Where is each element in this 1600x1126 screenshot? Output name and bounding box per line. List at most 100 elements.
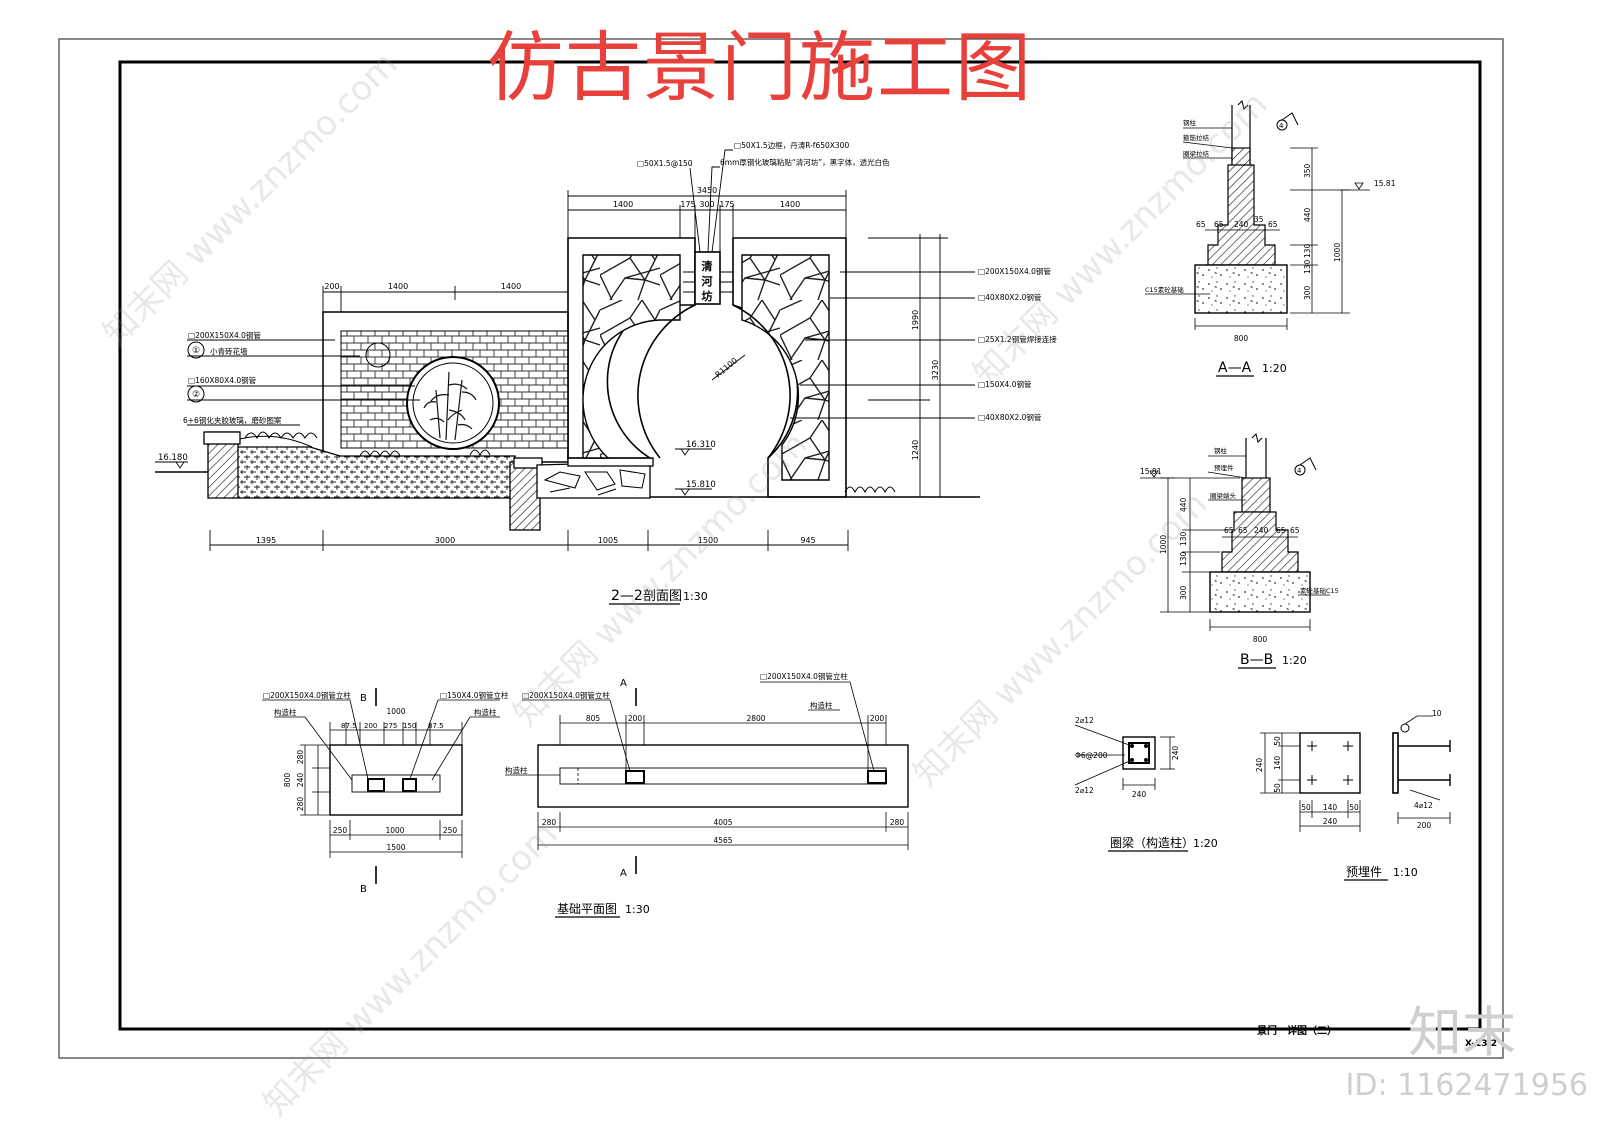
plan-right-label-d: 构造柱 <box>505 765 528 775</box>
plan-b-top: B <box>360 693 367 704</box>
plan-right-td3: 2800 <box>746 714 765 723</box>
callout-left-1: □200X150X4.0钢管 <box>188 330 261 340</box>
plan-a-bottom: A <box>620 868 627 879</box>
aa-scale: 1:20 <box>1262 362 1287 375</box>
plan-right-bd1: 280 <box>542 818 557 827</box>
plan-right-label-a: □200X150X4.0钢管立柱 <box>522 690 610 700</box>
dim-bottom-3: 1005 <box>598 536 618 545</box>
bamboo-motif <box>423 371 477 441</box>
plan-left-bd1: 250 <box>333 826 348 835</box>
bb-dim-1: 440 <box>1179 497 1188 512</box>
plan-right-td1: 805 <box>586 714 601 723</box>
dim-top-5: 1400 <box>780 200 800 209</box>
callout-top-left: □50X1.5@150 <box>637 159 693 168</box>
rb-label-1: 2⌀12 <box>1075 716 1094 725</box>
inner-frame <box>118 60 1482 1031</box>
aa-step-5: 65 <box>1268 220 1278 229</box>
bb-scale: 1:20 <box>1282 654 1307 667</box>
dim-bottom-5: 945 <box>800 536 815 545</box>
embed-bottom-3: 50 <box>1349 803 1359 812</box>
plan-left-label-a: □200X150X4.0钢管立柱 <box>263 690 351 700</box>
aa-dim-3: 1000 <box>1333 243 1342 262</box>
aa-step-4: 35 <box>1254 215 1264 224</box>
section-2-2: 清 河 坊 □50X1.5边框，丹涛R-f650X300 6mm厚钢化玻璃粘贴“… <box>155 140 1057 605</box>
plan-left-top-dim: 1000 <box>386 707 405 716</box>
sign-char-2: 河 <box>702 274 713 288</box>
plan-right-td4: 200 <box>870 714 885 723</box>
rb-scale: 1:20 <box>1193 837 1218 850</box>
plan-left-td3: 275 <box>384 722 397 730</box>
aa-width: 800 <box>1234 334 1249 343</box>
bb-dim-5: 300 <box>1179 585 1188 600</box>
dim-wall-3: 1400 <box>501 282 521 291</box>
callout-right-4: □150X4.0钢管 <box>978 379 1032 389</box>
aa-concrete: C15素砼基础 <box>1145 285 1184 294</box>
embed-bottom-1: 50 <box>1301 803 1311 812</box>
bb-elev: 15.81 <box>1140 467 1162 476</box>
section22-title: 2—2 <box>611 588 643 604</box>
bb-label-2: 预埋件 <box>1214 463 1234 472</box>
bb-concrete: 素砼基础C15 <box>1300 586 1339 595</box>
aa-dim-1: 350 <box>1303 163 1312 178</box>
dim-right-1: 1990 <box>911 310 920 330</box>
dim-top-3: 300 <box>699 200 714 209</box>
aa-label-3: 圈梁拉结 <box>1183 149 1210 158</box>
embed-side-2: 50 <box>1273 736 1282 746</box>
embed-detail: 240 50 140 50 50 140 50 240 10 4⌀12 200 … <box>1255 709 1451 881</box>
elev-ground: 15.810 <box>686 480 716 490</box>
radius-label: R1100 <box>714 356 740 380</box>
sign-char-1: 清 <box>702 259 713 273</box>
plan-left-sd3: 240 <box>296 773 305 788</box>
dim-right-3: 1240 <box>911 440 920 460</box>
dim-top-overall: 3450 <box>697 186 717 195</box>
bb-mark: 4 <box>1297 467 1302 475</box>
plan-left-td2: 200 <box>364 722 377 730</box>
bb-step-1: 65 <box>1224 526 1234 535</box>
dim-bottom-4: 1500 <box>698 536 718 545</box>
aa-step-1: 65 <box>1196 220 1206 229</box>
plan-left-label-c: 构造柱 <box>274 707 297 717</box>
plan-left-sd2: 280 <box>296 750 305 765</box>
dim-top-1: 1400 <box>613 200 633 209</box>
aa-title: A—A <box>1218 360 1252 376</box>
plan-right-label-b: □200X150X4.0钢管立柱 <box>760 671 848 681</box>
bb-width: 800 <box>1253 635 1268 644</box>
mark-1: ① <box>192 346 200 356</box>
bb-dim-2: 1000 <box>1159 535 1168 554</box>
plan-a-top: A <box>620 678 627 689</box>
aa-step-3: 240 <box>1234 220 1249 229</box>
plan-left-td5: 87.5 <box>428 722 444 730</box>
callout-right-2: □40X80X2.0钢管 <box>978 292 1042 302</box>
aa-dim-4: 130 <box>1303 243 1312 258</box>
callout-right-1: □200X150X4.0钢管 <box>978 266 1051 276</box>
plan-left-bd3: 250 <box>443 826 458 835</box>
sign-plaque <box>694 251 721 305</box>
bb-step-4: 65 <box>1276 526 1286 535</box>
plan-right-label-c: 构造柱 <box>810 700 833 710</box>
plan-left-bd2: 1000 <box>385 826 404 835</box>
embed-bar-label: 4⌀12 <box>1414 801 1433 810</box>
bb-step-3: 240 <box>1254 526 1269 535</box>
image-id: ID: 1162471956 <box>1345 1068 1588 1103</box>
section-b-b: 4 钢柱 预埋件 圈梁端头 素砼基础C15 440 1000 130 130 3… <box>1140 433 1339 669</box>
plan-right-bd2: 4005 <box>713 818 732 827</box>
dim-top-4: 175 <box>719 200 734 209</box>
aa-dim-2: 440 <box>1303 207 1312 222</box>
rb-title: 圈梁（构造柱） <box>1110 835 1194 850</box>
foundation-title: 基础平面图 <box>557 902 617 916</box>
rb-dim-bottom: 240 <box>1132 790 1147 799</box>
aa-dim-5: 130 <box>1303 259 1312 274</box>
dim-bottom-1: 1395 <box>256 536 276 545</box>
plan-left-sd4: 280 <box>296 797 305 812</box>
dim-right-2: 3230 <box>931 360 940 380</box>
foundation-scale: 1:30 <box>625 903 650 916</box>
dim-top-2: 175 <box>680 200 695 209</box>
callout-top-right-1: □50X1.5边框，丹涛R-f650X300 <box>734 140 849 150</box>
embed-side-3: 140 <box>1273 756 1282 771</box>
section22-title-suffix: 剖面图 <box>643 589 682 604</box>
plan-left-label-d: 构造柱 <box>474 707 497 717</box>
aa-step-2: 65 <box>1214 220 1224 229</box>
ringbeam-detail: 2⌀12 Φ6@200 2⌀12 240 240 圈梁（构造柱） 1:20 <box>1074 716 1218 852</box>
elev-mid: 16.310 <box>686 440 716 450</box>
